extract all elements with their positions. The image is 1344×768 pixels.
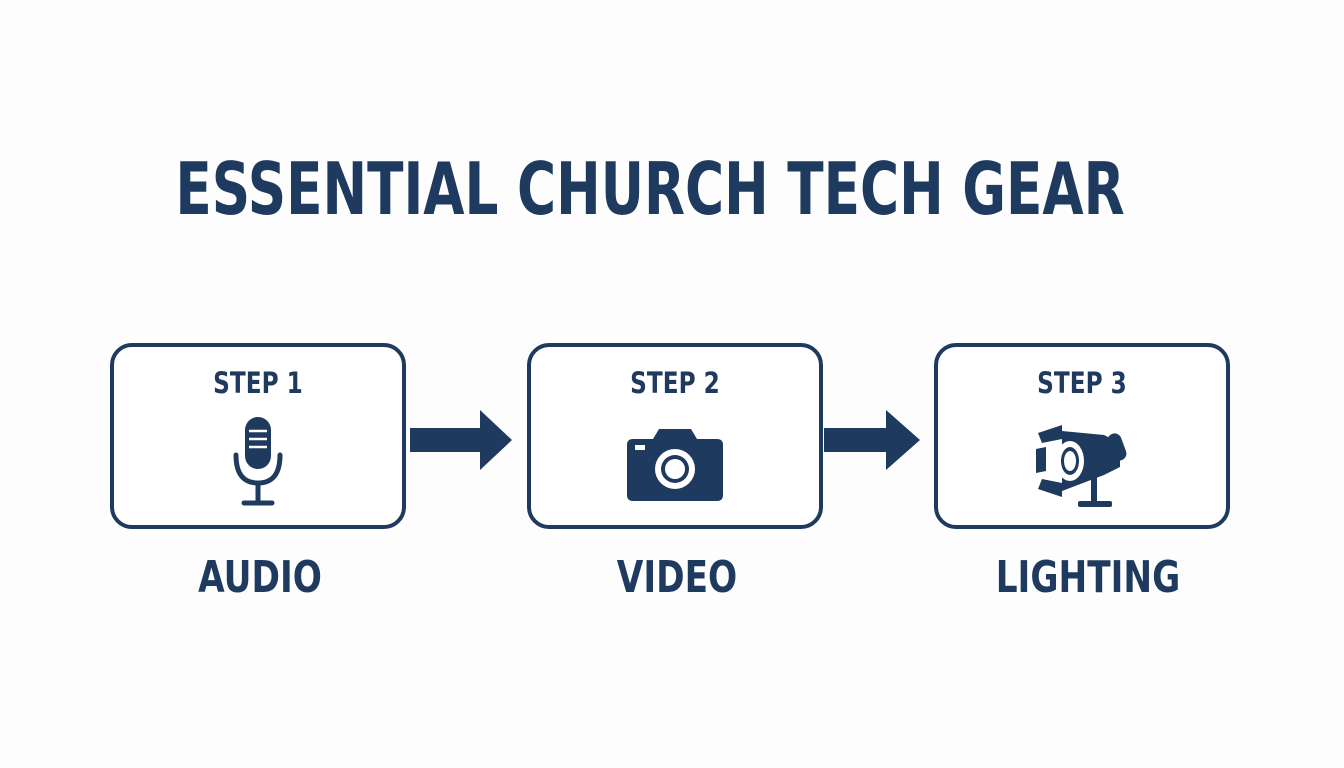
diagram-title: ESSENTIAL CHURCH TECH GEAR: [175, 147, 1125, 231]
step-box-audio: STEP 1: [110, 343, 406, 529]
step-caption-video: VIDEO: [616, 552, 738, 603]
step-caption-audio: AUDIO: [198, 552, 322, 603]
step-label: STEP 3: [1037, 366, 1127, 400]
arrow-right-icon: [410, 410, 512, 470]
step-box-video: STEP 2: [527, 343, 823, 529]
spotlight-icon: [1032, 421, 1132, 515]
microphone-icon: [228, 413, 288, 517]
step-label: STEP 1: [213, 366, 303, 400]
camera-icon: [625, 423, 725, 507]
step-label: STEP 2: [630, 366, 720, 400]
step-caption-lighting: LIGHTING: [995, 552, 1181, 603]
arrow-right-icon: [824, 410, 920, 470]
step-box-lighting: STEP 3: [934, 343, 1230, 529]
